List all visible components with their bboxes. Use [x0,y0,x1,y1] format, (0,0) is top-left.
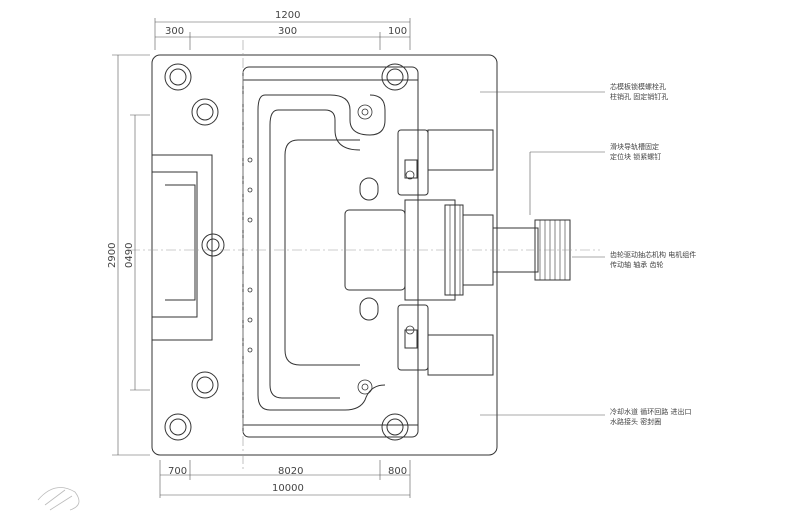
corner-bolts [164,63,409,441]
dim-top-right: 100 [388,26,407,37]
svg-text:传动轴 轴承 齿轮: 传动轴 轴承 齿轮 [610,260,663,269]
annotation-note-2: 滑块导轨槽固定 定位块 锁紧螺钉 [610,142,661,161]
drive-shaft [404,199,456,301]
svg-text:滑块导轨槽固定: 滑块导轨槽固定 [610,142,659,151]
annotation-note-4: 冷却水道 循环回路 进出口 水路接头 密封圈 [610,407,691,426]
left-insert [152,154,213,341]
dim-left-overall: 2900 [107,243,118,268]
corner-logo-mark [37,487,80,511]
dim-bottom-right: 800 [388,466,407,477]
annotation-note-1: 芯模板锁模螺栓孔 柱销孔 固定销钉孔 [610,82,668,101]
svg-text:齿轮驱动抽芯机构 电机组件: 齿轮驱动抽芯机构 电机组件 [610,250,696,259]
annotation-note-3: 齿轮驱动抽芯机构 电机组件 传动轴 轴承 齿轮 [610,250,696,269]
dim-bottom-overall: 10000 [272,483,304,494]
svg-text:柱销孔 固定销钉孔: 柱销孔 固定销钉孔 [610,92,668,101]
svg-text:冷却水道 循环回路 进出口: 冷却水道 循环回路 进出口 [610,407,691,416]
cooling-channel [257,94,386,411]
dim-top-overall: 1200 [275,10,300,21]
dim-left-inner: 0490 [124,243,135,268]
svg-text:水路接头 密封圈: 水路接头 密封圈 [610,417,661,426]
lower-slide-block [397,304,429,371]
svg-text:定位块 锁紧螺钉: 定位块 锁紧螺钉 [610,152,661,161]
dim-bottom-middle: 8020 [278,466,303,477]
dim-top-middle: 300 [278,26,297,37]
dim-bottom-left: 700 [168,466,187,477]
svg-text:芯模板锁模螺栓孔: 芯模板锁模螺栓孔 [610,82,666,91]
dim-top-left: 300 [165,26,184,37]
upper-slide-block [397,129,429,196]
cavity-plate [242,66,419,438]
